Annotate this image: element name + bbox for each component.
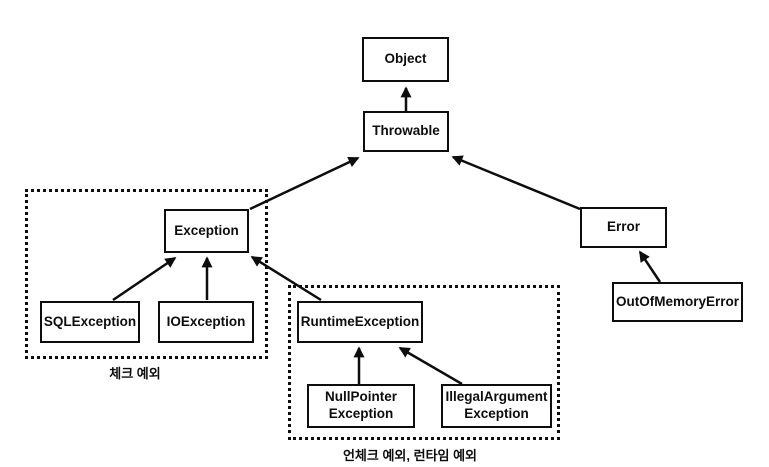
- node-sqlexception-label: SQLException: [43, 313, 137, 329]
- unchecked-exceptions-group-frame: [288, 285, 560, 440]
- node-throwable: Throwable: [363, 111, 449, 152]
- node-runtimeexception: RuntimeException: [297, 301, 423, 343]
- node-nullpointerexception-line2: Exception: [328, 406, 394, 421]
- arrow-oom-to-error: [638, 250, 662, 283]
- node-error-label: Error: [606, 219, 640, 235]
- node-exception-label: Exception: [174, 222, 239, 238]
- node-sqlexception: SQLException: [40, 301, 140, 343]
- node-object: Object: [362, 37, 449, 82]
- node-object-label: Object: [384, 51, 427, 67]
- node-throwable-label: Throwable: [372, 123, 440, 139]
- node-nullpointerexception: NullPointer Exception: [307, 384, 415, 428]
- arrow-error-to-throwable: [451, 155, 581, 211]
- node-ioexception-label: IOException: [166, 313, 246, 329]
- node-outofmemoryerror: OutOfMemoryError: [612, 282, 743, 322]
- node-outofmemoryerror-label: OutOfMemoryError: [615, 293, 740, 309]
- node-illegalargumentexception: IllegalArgument Exception: [441, 384, 552, 428]
- checked-exceptions-group-frame: [25, 189, 268, 359]
- node-illegalargumentexception-line2: Exception: [464, 406, 529, 421]
- arrow-illegalargument-to-runtime: [398, 346, 463, 386]
- node-exception: Exception: [164, 209, 249, 253]
- node-nullpointerexception-line1: NullPointer: [324, 389, 397, 405]
- node-error: Error: [580, 207, 667, 248]
- arrow-runtimeexception-to-exception: [250, 255, 322, 302]
- checked-exceptions-group-label: 체크 예외: [109, 366, 161, 381]
- node-runtimeexception-label: RuntimeException: [300, 313, 420, 329]
- node-ioexception: IOException: [158, 301, 254, 343]
- arrow-exception-to-throwable: [249, 156, 360, 211]
- unchecked-exceptions-group-label: 언체크 예외, 런타임 예외: [342, 448, 478, 463]
- node-illegalargumentexception-line1: IllegalArgument: [445, 389, 548, 405]
- arrow-sqlexception-to-exception: [112, 256, 177, 302]
